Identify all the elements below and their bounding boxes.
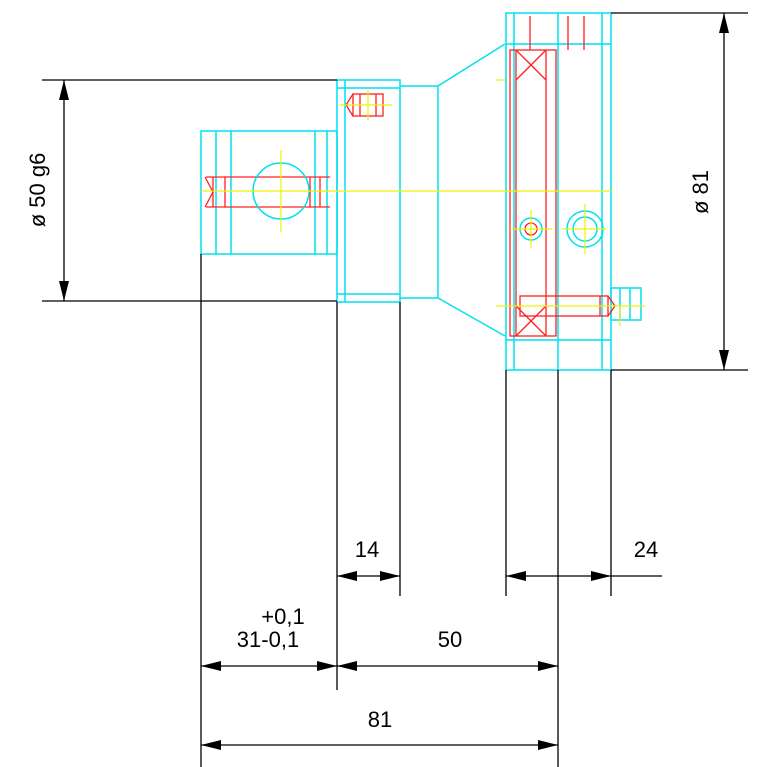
dimension-lines xyxy=(42,12,748,767)
width-24-label: 24 xyxy=(634,537,658,562)
right-diameter-label: ø 81 xyxy=(688,170,713,214)
left-body-outline xyxy=(200,130,338,255)
tolerance-base-label: 31-0,1 xyxy=(237,627,299,652)
left-diameter-label: ø 50 g6 xyxy=(25,153,50,228)
centerlines xyxy=(201,79,645,326)
screw-head-outline xyxy=(610,287,642,321)
length-81-label: 81 xyxy=(368,707,392,732)
dimension-labels: ø 50 g6 ø 81 14 24 +0,1 31-0,1 50 81 xyxy=(25,153,713,732)
tolerance-upper-label: +0,1 xyxy=(261,604,304,629)
width-14-label: 14 xyxy=(355,537,379,562)
holes xyxy=(252,162,604,248)
flange-outline xyxy=(400,85,439,299)
length-50-label: 50 xyxy=(438,627,462,652)
internal-detail xyxy=(204,16,616,337)
